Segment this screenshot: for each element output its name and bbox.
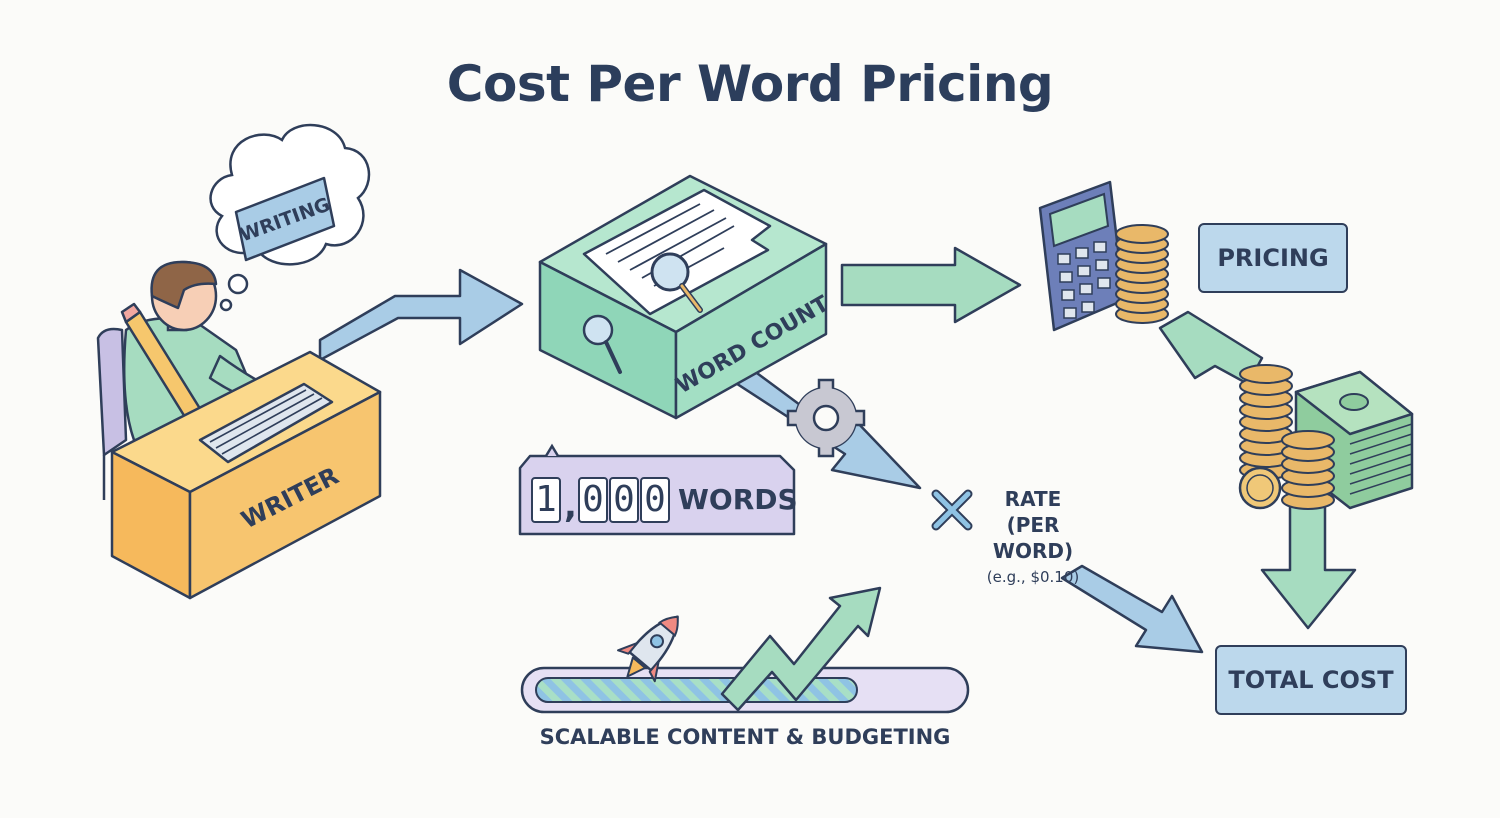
counter-digit: 0 bbox=[609, 477, 639, 523]
arrow-rate-to-total bbox=[1060, 564, 1204, 654]
rate-unit: (PER WORD) bbox=[992, 513, 1074, 563]
counter-digit: 0 bbox=[578, 477, 608, 523]
counter-unit: WORDS bbox=[678, 483, 798, 516]
rate-label: RATE (PER WORD) (e.g., $0.10) bbox=[968, 486, 1098, 586]
rate-title: RATE bbox=[1004, 487, 1062, 511]
writer-desk: WRITER bbox=[110, 350, 382, 600]
arrow-wordcount-to-pricing bbox=[840, 246, 1022, 324]
rocket-icon bbox=[617, 615, 679, 683]
multiply-icon bbox=[931, 489, 973, 531]
document-icon bbox=[582, 188, 772, 316]
page-title: Cost Per Word Pricing bbox=[446, 55, 1054, 113]
arrow-coins-to-total bbox=[1260, 503, 1357, 630]
calculator-icon bbox=[1038, 180, 1126, 332]
counter-separator: , bbox=[564, 486, 577, 526]
total-cost-label: TOTAL COST bbox=[1215, 645, 1407, 715]
counter-digit: 0 bbox=[640, 477, 670, 523]
progress-fill bbox=[535, 677, 858, 703]
magnifier-icon bbox=[650, 252, 703, 313]
coin-pile-icon bbox=[1238, 364, 1335, 510]
pricing-label: PRICING bbox=[1198, 223, 1348, 293]
trend-arrow-icon bbox=[720, 586, 882, 712]
gear-icon bbox=[786, 378, 866, 458]
magnifier-side-icon bbox=[582, 314, 622, 374]
coin-stack-icon bbox=[1115, 224, 1169, 324]
rate-example: (e.g., $0.10) bbox=[986, 568, 1080, 586]
thought-bubble-icon: WRITING bbox=[209, 123, 371, 312]
counter-digit: 1 bbox=[531, 477, 561, 523]
keyboard-icon bbox=[198, 382, 334, 464]
arrow-writer-to-wordcount bbox=[318, 268, 524, 362]
scalable-caption: SCALABLE CONTENT & BUDGETING bbox=[539, 725, 951, 749]
